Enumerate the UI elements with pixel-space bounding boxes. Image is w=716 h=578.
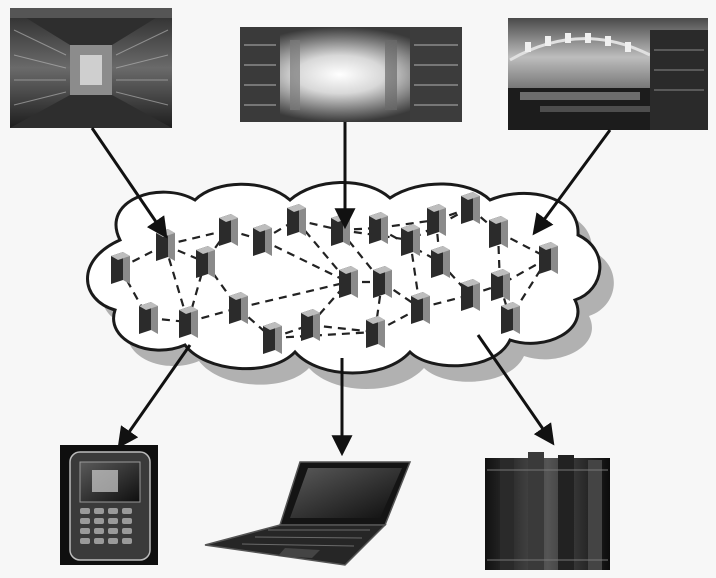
server-tower-icon [339, 266, 358, 298]
network-link [186, 261, 207, 323]
arrow-cloud-to-smartphone [117, 344, 192, 449]
network-link [339, 229, 383, 283]
server-tower-icon [263, 322, 282, 354]
server-tower-icon [461, 192, 480, 224]
server-tower-icon [501, 302, 520, 334]
library-aisle-photo [240, 27, 462, 122]
laptop-icon [204, 461, 412, 566]
arrow-photo1-to-cloud [90, 127, 168, 239]
library-reading-room-photo [508, 18, 708, 130]
arrow-photo3-to-cloud [532, 129, 612, 236]
server-tower-icon [301, 309, 320, 341]
network-link [261, 239, 349, 283]
server-tower-icon [491, 269, 510, 301]
server-tower-icon [139, 302, 158, 334]
arrow-cloud-to-rack [476, 334, 555, 446]
server-tower-icon [219, 214, 238, 246]
cloud-network [86, 181, 614, 389]
server-tower-icon [331, 214, 350, 246]
network-link [237, 280, 349, 310]
network-link [271, 330, 376, 340]
server-tower-icon [196, 246, 215, 278]
network-link [309, 323, 376, 334]
server-tower-icon [287, 204, 306, 236]
flow-arrows [90, 122, 612, 457]
server-tower-icon [427, 204, 446, 236]
server-tower-icon [539, 242, 558, 274]
server-tower-icon [366, 316, 385, 348]
server-tower-icon [229, 292, 248, 324]
server-tower-icon [401, 224, 420, 256]
cloud-servers [111, 192, 558, 354]
network-link [164, 228, 229, 247]
server-rack-icon [485, 452, 610, 570]
server-tower-icon [369, 212, 388, 244]
server-tower-icon [489, 216, 508, 248]
server-tower-icon [461, 279, 480, 311]
server-tower-icon [411, 292, 430, 324]
server-tower-icon [179, 306, 198, 338]
network-link [377, 218, 437, 230]
server-tower-icon [431, 246, 450, 278]
server-tower-icon [253, 224, 272, 256]
server-tower-icon [373, 266, 392, 298]
library-stacks-photo [10, 8, 172, 128]
server-tower-icon [111, 252, 130, 284]
smartphone-icon [60, 445, 158, 565]
